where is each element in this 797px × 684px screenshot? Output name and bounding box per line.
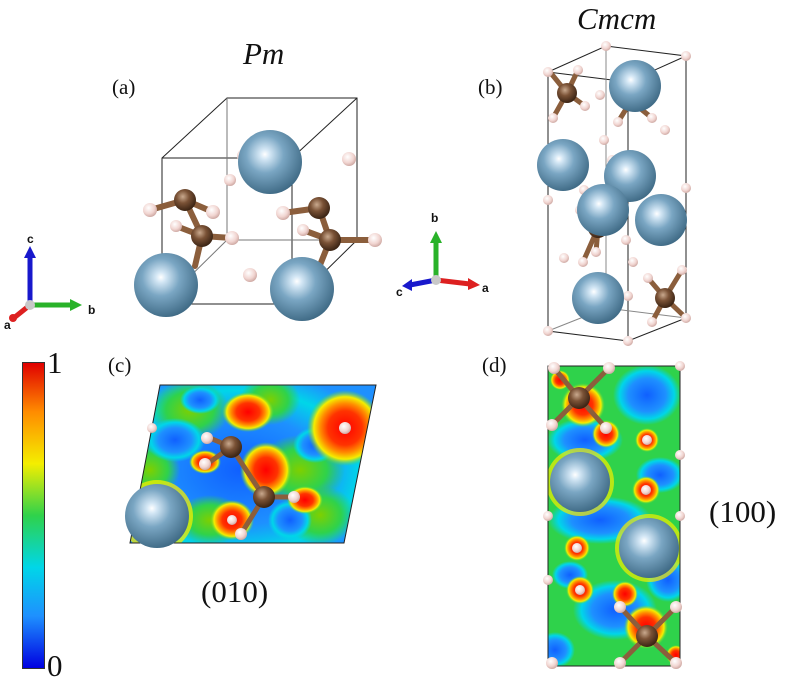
structure-cmcm-3d [537,41,691,346]
panel-label-b: (b) [478,75,503,99]
axis-left-a-label: a [4,318,11,332]
axis-left-b-label: b [88,303,96,317]
metal-atoms-b [537,60,687,324]
elf-map-010 [125,384,377,548]
axis-right-a-label: a [482,281,489,295]
plane-label-100: (100) [709,494,777,529]
colorbar-max-label: 1 [47,345,63,380]
colorbar [22,362,45,669]
axis-triad-left [9,246,82,322]
colorbar-min-label: 0 [47,648,63,683]
axis-right-c-label: c [396,285,403,299]
title-pm: Pm [243,36,285,71]
title-cmcm: Cmcm [577,1,657,36]
structure-pm-3d [134,97,382,321]
panel-label-a: (a) [112,75,136,99]
carbon-atoms-a [174,189,341,251]
panel-label-c: (c) [108,353,132,377]
axis-left-c-label: c [27,232,34,246]
elf-map-100 [543,361,685,669]
panel-label-d: (d) [482,353,507,377]
axis-right-b-label: b [431,211,439,225]
metal-atoms-a [134,130,334,321]
axis-triad-right [402,231,480,291]
plane-label-010: (010) [201,574,269,609]
